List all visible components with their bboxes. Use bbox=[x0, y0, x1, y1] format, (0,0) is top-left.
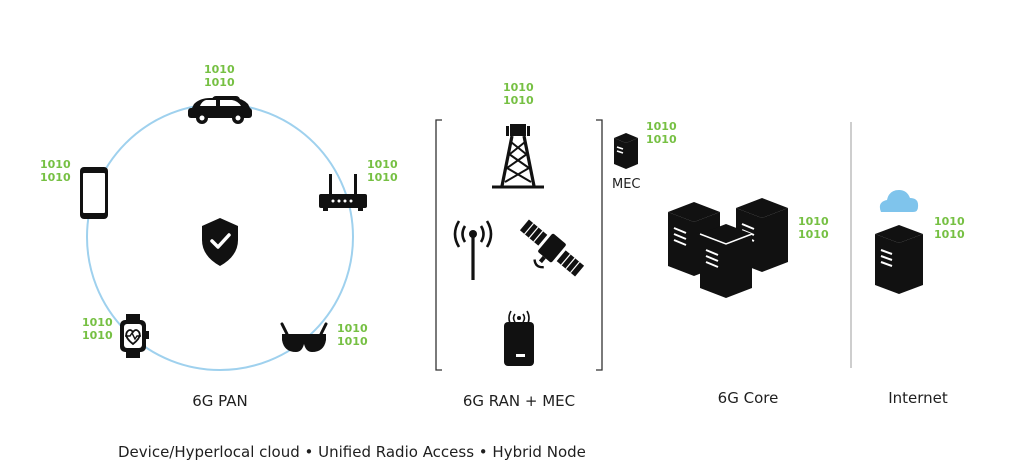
binary-label-watch: 1010 1010 bbox=[82, 316, 113, 342]
shield-check-icon bbox=[202, 218, 238, 266]
binary-text: 1010 bbox=[204, 63, 235, 76]
binary-text: 1010 bbox=[934, 228, 965, 241]
router-icon bbox=[319, 174, 367, 211]
server-cluster-icon bbox=[668, 198, 788, 298]
smartwatch-icon bbox=[120, 314, 149, 358]
binary-label-router: 1010 1010 bbox=[367, 158, 398, 184]
hotspot-icon bbox=[504, 310, 534, 366]
binary-text: 1010 bbox=[337, 335, 368, 348]
binary-label-internet: 1010 1010 bbox=[934, 215, 965, 241]
binary-text: 1010 bbox=[798, 228, 829, 241]
car-icon bbox=[188, 96, 252, 124]
binary-text: 1010 bbox=[646, 133, 677, 146]
section-label-core: 6G Core bbox=[718, 389, 779, 407]
section-label-pan: 6G PAN bbox=[192, 392, 248, 410]
binary-text: 1010 bbox=[82, 329, 113, 342]
binary-text: 1010 bbox=[40, 171, 71, 184]
server-icon bbox=[875, 225, 923, 294]
binary-text: 1010 bbox=[503, 94, 534, 107]
section-label-ran: 6G RAN + MEC bbox=[463, 392, 575, 410]
binary-label-phone: 1010 1010 bbox=[40, 158, 71, 184]
satellite-icon bbox=[519, 219, 585, 277]
binary-text: 1010 bbox=[82, 316, 113, 329]
smart-glasses-icon bbox=[280, 322, 328, 352]
antenna-icon bbox=[453, 220, 493, 280]
binary-label-glasses: 1010 1010 bbox=[337, 322, 368, 348]
binary-text: 1010 bbox=[204, 76, 235, 89]
section-label-internet: Internet bbox=[888, 389, 948, 407]
binary-text: 1010 bbox=[646, 120, 677, 133]
smartphone-icon bbox=[80, 167, 108, 219]
binary-text: 1010 bbox=[934, 215, 965, 228]
footer-caption: Device/Hyperlocal cloud • Unified Radio … bbox=[118, 443, 586, 461]
binary-label-car: 1010 1010 bbox=[204, 63, 235, 89]
binary-label-mec: 1010 1010 bbox=[646, 120, 677, 146]
binary-text: 1010 bbox=[503, 81, 534, 94]
binary-label-core: 1010 1010 bbox=[798, 215, 829, 241]
cloud-icon bbox=[879, 190, 919, 212]
binary-text: 1010 bbox=[40, 158, 71, 171]
server-icon bbox=[614, 133, 638, 169]
cell-tower-icon bbox=[492, 124, 544, 189]
binary-text: 1010 bbox=[337, 322, 368, 335]
binary-text: 1010 bbox=[367, 158, 398, 171]
binary-text: 1010 bbox=[367, 171, 398, 184]
mec-label: MEC bbox=[612, 177, 641, 192]
binary-label-tower: 1010 1010 bbox=[503, 81, 534, 107]
ran-bracket-right bbox=[596, 119, 603, 371]
ran-bracket-left bbox=[435, 119, 442, 371]
binary-text: 1010 bbox=[798, 215, 829, 228]
